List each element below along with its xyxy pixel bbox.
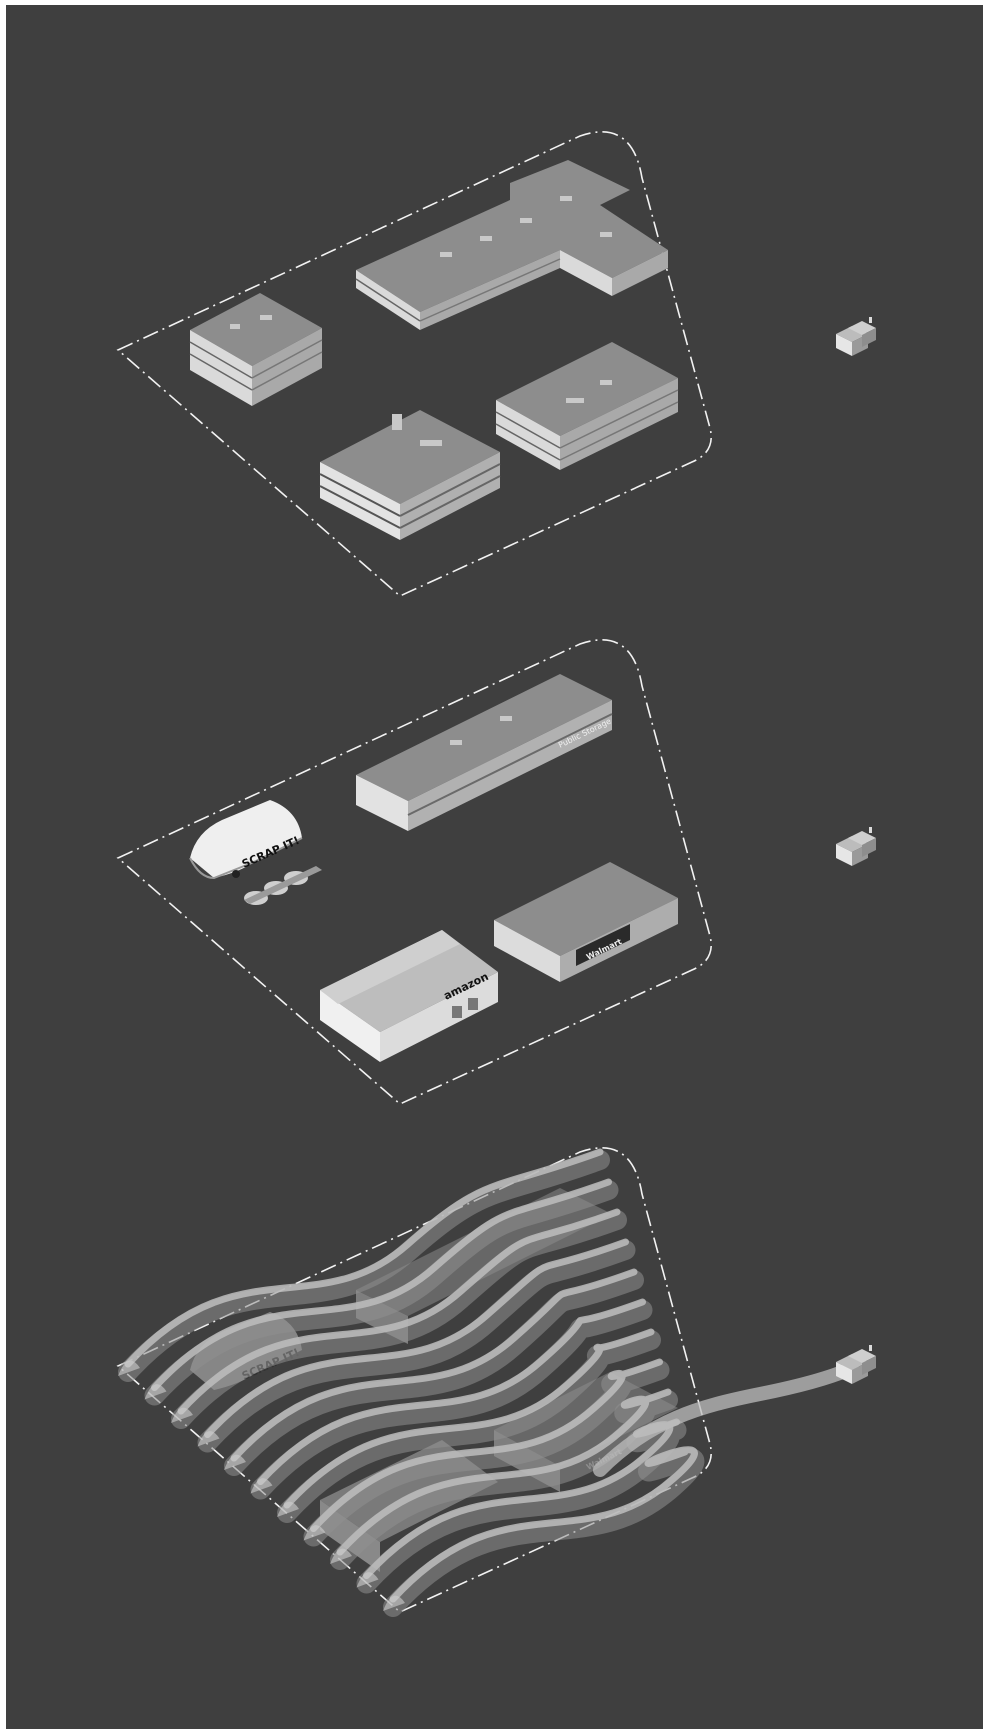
recycle-icon (232, 870, 240, 878)
